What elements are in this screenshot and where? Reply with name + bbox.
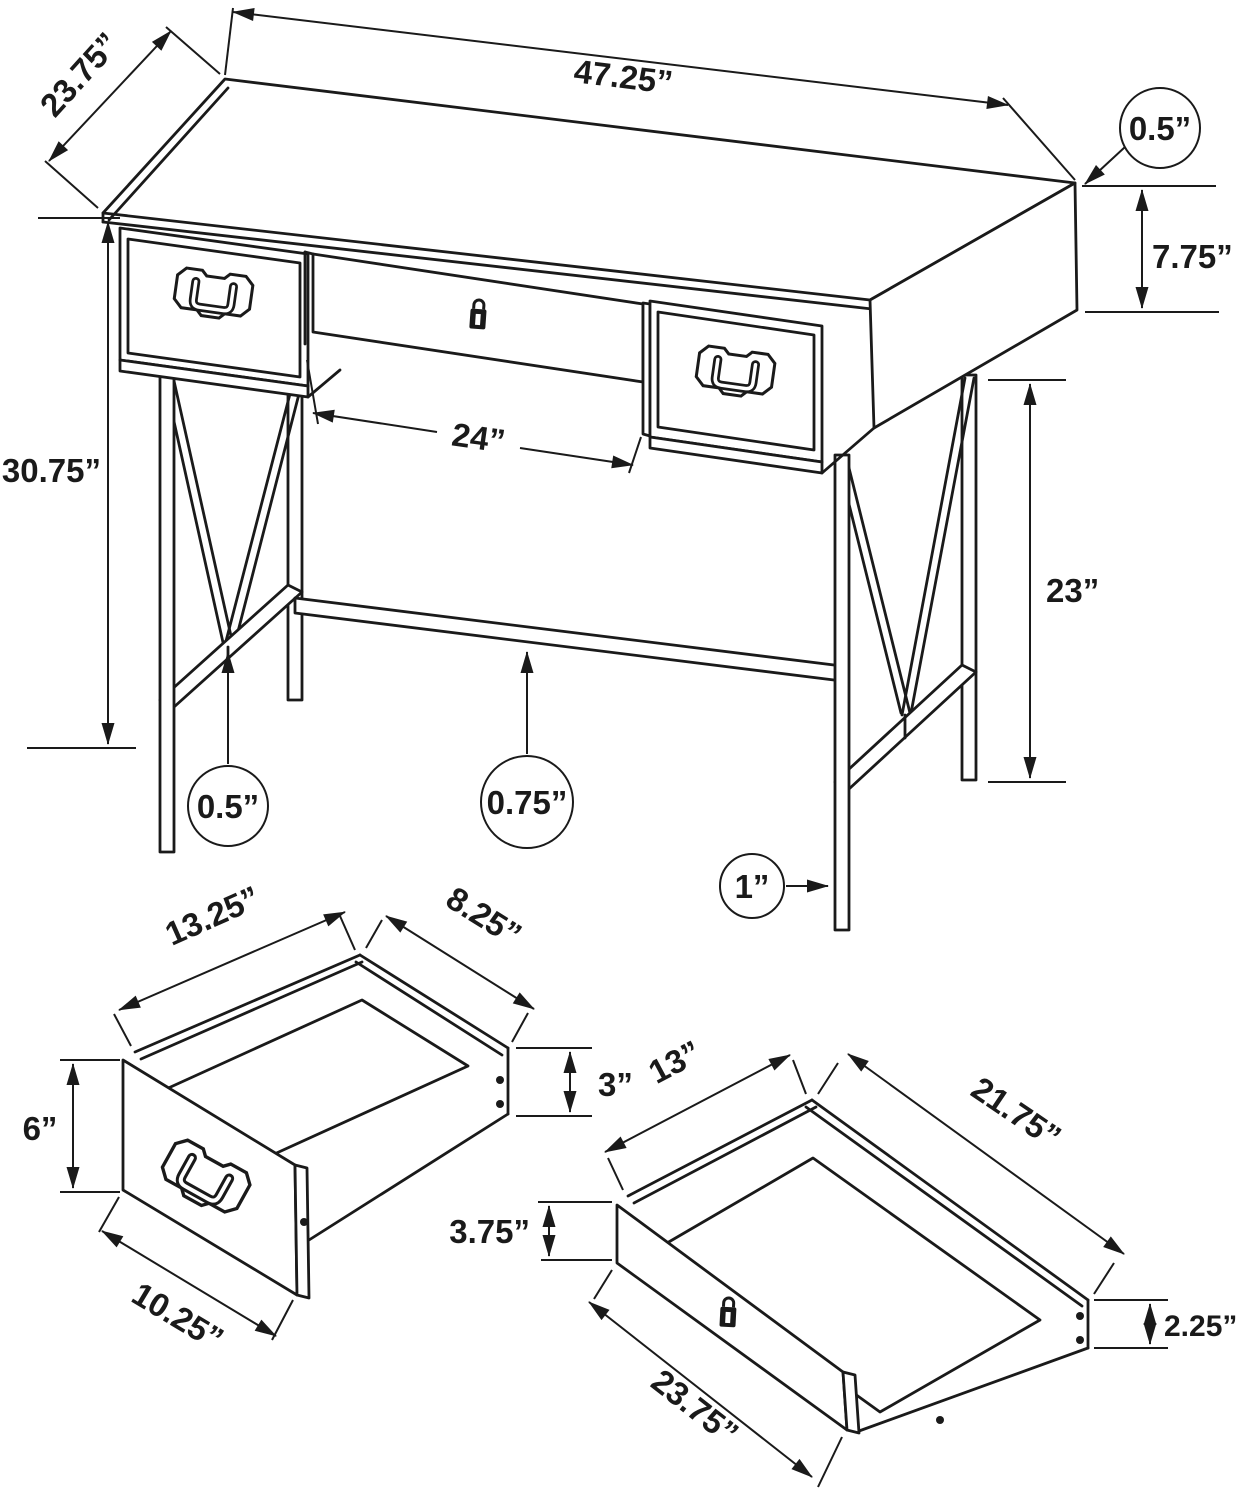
desk-leg-frame-right — [833, 373, 978, 791]
screw-icon — [300, 1218, 308, 1226]
large-drawer-depth-label: 13” — [642, 1033, 706, 1091]
small-drawer-front-width-label: 10.25” — [126, 1275, 230, 1358]
desk-leg-frame-left — [158, 370, 304, 709]
desk-long-stretcher — [293, 596, 844, 683]
callout-vbar-thickness: 0.5” — [187, 651, 269, 847]
callout-leg-thickness: 1” — [719, 853, 829, 919]
desk-front-left-leg — [158, 364, 176, 854]
large-drawer-front-width-label: 23.75” — [645, 1362, 746, 1452]
large-drawer-view: 13” 21.75” 3.75” 2.25” 23.75” — [449, 1033, 1237, 1488]
desk-apron-height-label: 7.75” — [1152, 238, 1233, 275]
small-drawer-front-height-label: 6” — [23, 1110, 58, 1147]
large-drawer-front-height-label: 3.75” — [449, 1213, 530, 1250]
dim-large-drawer-side-height: 2.25” — [1094, 1299, 1237, 1349]
dim-desk-leg-height: 23” — [988, 379, 1099, 783]
screw-icon — [496, 1076, 504, 1084]
desk-front-right-leg — [833, 453, 851, 932]
desk-top-thickness-label: 0.5” — [1129, 110, 1191, 147]
stretcher-thickness-label: 0.75” — [487, 784, 568, 821]
vbar-thickness-label: 0.5” — [197, 788, 259, 825]
large-drawer-side-height-label: 2.25” — [1164, 1310, 1237, 1343]
drawer-handle-icon — [694, 344, 777, 398]
desk-right-panel — [868, 181, 1079, 430]
dim-small-drawer-front-height: 6” — [23, 1059, 120, 1193]
dim-desk-knee-width: 24” — [306, 359, 642, 474]
desk-leg-height-label: 23” — [1046, 572, 1099, 609]
small-drawer-width-label: 8.25” — [440, 879, 528, 953]
dim-small-drawer-side-height: 3” — [516, 1047, 633, 1117]
lock-icon — [469, 298, 487, 330]
small-drawer-view: 13.25” 8.25” 6” 3” 10.25” — [23, 878, 633, 1357]
dim-desk-apron-height: 7.75” — [1082, 185, 1233, 313]
dim-large-drawer-front-height: 3.75” — [449, 1201, 612, 1261]
screw-icon — [1076, 1312, 1084, 1320]
desk-overall-height-label: 30.75” — [2, 452, 101, 489]
screw-icon — [1076, 1336, 1084, 1344]
small-drawer-depth-label: 13.25” — [160, 878, 266, 952]
callout-stretcher-thickness: 0.75” — [480, 651, 574, 849]
main-desk-view: 47.25” 23.75” 0.5” 7.75” 30.75” — [2, 7, 1233, 932]
desk-body — [101, 77, 1079, 475]
large-drawer-width-label: 21.75” — [965, 1069, 1068, 1155]
desk-top-depth-label: 23.75” — [33, 25, 127, 123]
callout-top-thickness: 0.5” — [1084, 87, 1201, 185]
desk-top-width-label: 47.25” — [572, 52, 675, 101]
screw-icon — [936, 1416, 944, 1424]
dim-desk-overall-height: 30.75” — [2, 217, 136, 749]
desk-knee-width-label: 24” — [450, 416, 508, 460]
small-drawer-side-height-label: 3” — [598, 1066, 633, 1103]
drawer-handle-icon — [160, 1138, 252, 1214]
leg-thickness-label: 1” — [735, 868, 770, 905]
screw-icon — [496, 1100, 504, 1108]
drawer-handle-icon — [172, 266, 255, 320]
